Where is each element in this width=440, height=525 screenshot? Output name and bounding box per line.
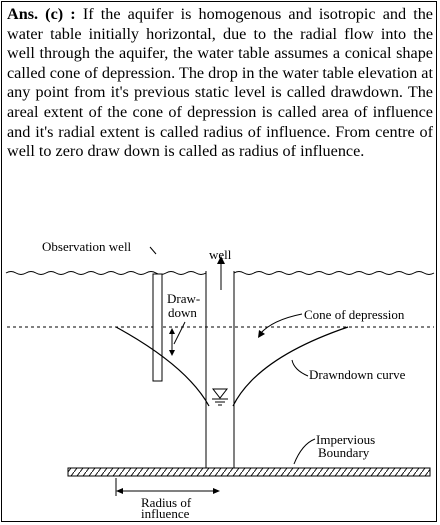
drawdown-label-line1: Draw- [167, 291, 200, 306]
answer-text: If the aquifer is homogenous and isotrop… [7, 5, 433, 161]
radius-arrow-head-right [213, 488, 220, 494]
observation-well [152, 273, 163, 382]
impervious-label-pointer [293, 438, 316, 465]
impervious-label-line1: Impervious [316, 432, 375, 447]
observation-well-label: Observation well [42, 239, 132, 254]
curve-label-pointer [291, 359, 309, 377]
cone-of-depression-label: Cone of depression [304, 307, 405, 322]
radius-label-line2: influence [141, 506, 190, 521]
radius-label-line1: Radius of [141, 495, 192, 510]
answer-paragraph: Ans. (c) : If the aquifer is homogenous … [7, 5, 433, 162]
ground-surface-right [233, 271, 435, 275]
cone-label-pointer [259, 313, 303, 335]
well-arrow-head [217, 256, 225, 264]
drawdown-curve-label: Drawndown curve [309, 367, 406, 382]
drawdown-label-line2: down [168, 305, 197, 320]
answer-label: Ans. (c) : [7, 5, 76, 23]
ground-surface-left [5, 271, 207, 275]
drawdown-arrow-head-bottom [169, 350, 175, 356]
drawdown-label-pointer [173, 321, 186, 345]
cone-pointer-head [258, 330, 265, 338]
drawdown-curve-right [232, 326, 349, 407]
drawdown-arrow-head-top [169, 328, 175, 334]
impervious-label-line2: Boundary [318, 445, 370, 460]
impervious-boundary [67, 467, 431, 477]
drawdown-curve-left [115, 326, 210, 407]
cone-of-depression-diagram: Observation well well Draw- down Cone of… [5, 239, 435, 521]
water-level-symbol [211, 388, 229, 406]
observation-well-pointer [149, 246, 157, 255]
well-label: well [209, 247, 232, 262]
radius-arrow-head-left [116, 488, 123, 494]
